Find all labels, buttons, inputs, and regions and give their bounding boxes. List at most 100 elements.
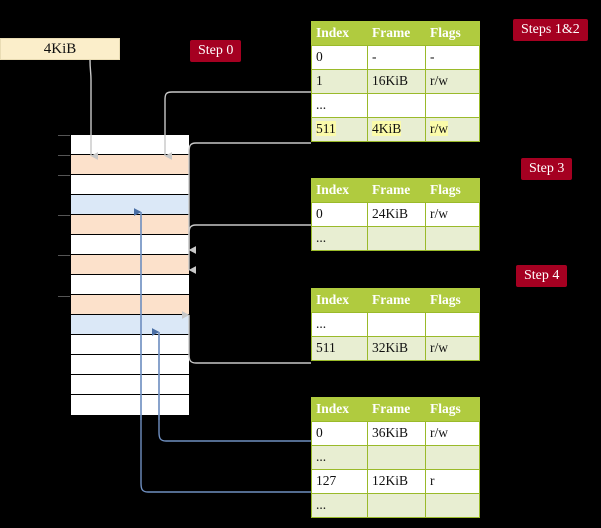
memory-frame-row — [71, 255, 189, 275]
memory-frame-row — [71, 335, 189, 355]
memory-frame-row — [71, 315, 189, 335]
cell-text: 32KiB — [372, 340, 409, 355]
table-row: 511 32KiB r/w — [311, 336, 480, 361]
memory-frame-row — [71, 135, 189, 155]
table-cell-frame — [367, 493, 426, 518]
table-cell-frame: 16KiB — [367, 69, 426, 94]
table-cell-frame: 24KiB — [367, 202, 426, 227]
table-row: 1 16KiB r/w — [311, 69, 480, 94]
table-cell-flags: r — [425, 469, 480, 494]
cell-text: - — [372, 49, 377, 64]
column-header-flags: Flags — [425, 21, 480, 46]
table-cell-frame: 32KiB — [367, 336, 426, 361]
memory-frame-row — [71, 155, 189, 175]
table-cell-index: 127 — [311, 469, 368, 494]
cell-text: ... — [316, 497, 327, 512]
column-header-index: Index — [311, 21, 368, 46]
table-cell-frame — [367, 226, 426, 251]
column-header-flags: Flags — [425, 288, 480, 313]
table-cell-flags — [425, 226, 480, 251]
cell-text: 36KiB — [372, 425, 409, 440]
table-cell-flags — [425, 312, 480, 337]
step-label-step3: Step 3 — [521, 158, 573, 180]
table-row: ... — [311, 226, 480, 251]
cell-text: r/w — [430, 206, 448, 221]
table-cell-flags — [425, 93, 480, 118]
cell-text: r/w — [430, 340, 448, 355]
memory-tick — [58, 255, 72, 256]
cell-text: ... — [316, 449, 327, 464]
table-cell-flags: r/w — [425, 421, 480, 446]
table-row: ... — [311, 93, 480, 118]
column-header-flags: Flags — [425, 397, 480, 422]
table-cell-flags: r/w — [425, 336, 480, 361]
table-cell-index: ... — [311, 226, 368, 251]
memory-frame-row — [71, 175, 189, 195]
cell-text: ... — [316, 316, 327, 331]
memory-tick — [58, 155, 72, 156]
table-row: 511 4KiB r/w — [311, 117, 480, 142]
column-header-frame: Frame — [367, 178, 426, 203]
step-label-step0: Step 0 — [190, 40, 242, 62]
table-cell-flags — [425, 445, 480, 470]
cell-text: 0 — [316, 49, 323, 64]
source-frame-box: 4KiB — [0, 38, 120, 60]
table-cell-frame: - — [367, 45, 426, 70]
cell-text: 4KiB — [372, 121, 402, 136]
table-cell-index: 1 — [311, 69, 368, 94]
table-cell-index: ... — [311, 445, 368, 470]
cell-text: - — [430, 49, 435, 64]
table-row: ... — [311, 312, 480, 337]
cell-text: 0 — [316, 425, 323, 440]
table-row: ... — [311, 445, 480, 470]
cell-text: r/w — [430, 121, 448, 136]
table-cell-index: 511 — [311, 336, 368, 361]
table-cell-index: 0 — [311, 421, 368, 446]
source-frame-label: 4KiB — [43, 41, 77, 57]
memory-tick — [58, 215, 72, 216]
memory-frame-row — [71, 295, 189, 315]
table-cell-frame — [367, 93, 426, 118]
table-cell-flags: - — [425, 45, 480, 70]
table-cell-flags: r/w — [425, 202, 480, 227]
cell-text: ... — [316, 230, 327, 245]
table-cell-frame — [367, 312, 426, 337]
table-cell-frame: 36KiB — [367, 421, 426, 446]
cell-text: 511 — [316, 340, 336, 355]
table-cell-index: ... — [311, 312, 368, 337]
table-cell-frame: 12KiB — [367, 469, 426, 494]
table-cell-index: ... — [311, 493, 368, 518]
cell-text: 127 — [316, 473, 337, 488]
cell-text: ... — [316, 97, 327, 112]
table-cell-frame: 4KiB — [367, 117, 426, 142]
cell-text: 16KiB — [372, 73, 409, 88]
wire-t1-row511-to-memory — [188, 142, 311, 254]
wire-t3-row0-to-memory — [188, 224, 311, 274]
table-row: ... — [311, 493, 480, 518]
cell-text: r/w — [430, 425, 448, 440]
memory-frame-row — [71, 235, 189, 255]
column-header-flags: Flags — [425, 178, 480, 203]
column-header-index: Index — [311, 288, 368, 313]
memory-frame-row — [71, 195, 189, 215]
cell-text: 511 — [316, 121, 336, 136]
column-header-frame: Frame — [367, 288, 426, 313]
memory-frame-row — [71, 215, 189, 235]
memory-frame-row — [71, 375, 189, 395]
table-cell-flags: r/w — [425, 117, 480, 142]
cell-text: r/w — [430, 73, 448, 88]
physical-memory-column — [70, 134, 190, 416]
memory-frame-row — [71, 275, 189, 295]
step-label-step4: Step 4 — [516, 265, 568, 287]
table-cell-index: ... — [311, 93, 368, 118]
memory-frame-row — [71, 355, 189, 375]
column-header-index: Index — [311, 178, 368, 203]
cell-text: 12KiB — [372, 473, 409, 488]
table-cell-index: 0 — [311, 45, 368, 70]
